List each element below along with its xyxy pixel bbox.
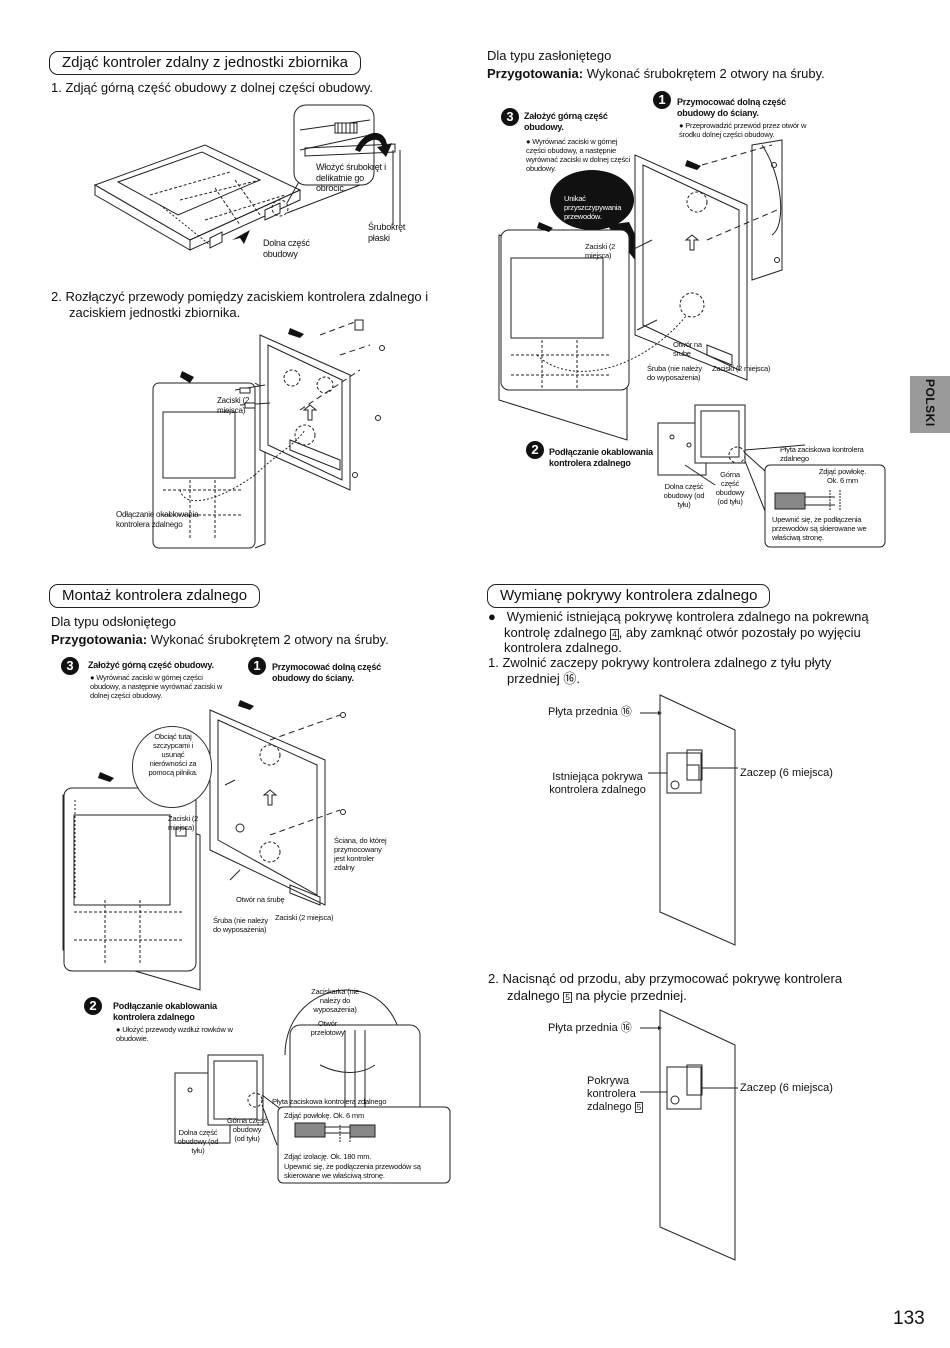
s2-orientation-note: Upewnić się, że podłączenia przewodów są… (772, 515, 867, 542)
s3-step2-title: Podłączanie okablowania kontrolera zdaln… (113, 1001, 217, 1022)
s2-step1-bullet-text: Przeprowadzić przewód przez otwór w środ… (679, 121, 807, 139)
s3-strip-label: Zdjąć powłokę. Ok. 6 mm (284, 1111, 365, 1120)
d2-cover-label-c: zdalnego 5 (587, 1101, 644, 1114)
s1-step2-line2: zaciskiem jednostki zbiornika. (69, 305, 241, 320)
s4-bullet-line2b: , aby zamknąć otwór pozostały po wyjęciu (618, 625, 861, 640)
concealed-preparations: Przygotowania: Wykonać śrubokrętem 2 otw… (487, 66, 825, 82)
s3-screw-label: Śruba (nie należy do wyposażenia) (213, 916, 268, 934)
d1-existing-cover-label: Istniejąca pokrywa kontrolera zdalnego (549, 771, 646, 796)
step-2-marker-2: 2 (84, 997, 102, 1015)
s2-hole-label: Otwór na śrubę (673, 340, 702, 358)
exposed-preparations: Przygotowania: Wykonać śrubokrętem 2 otw… (51, 632, 389, 648)
s4-step1-line1: 1. Zwolnić zaczepy pokrywy kontrolera zd… (488, 655, 832, 670)
section-heading-remove: Zdjąć kontroler zdalny z jednostki zbior… (49, 51, 361, 75)
s3-wall-label: Ściana, do której przymocowany jest kont… (334, 836, 387, 872)
s3-hole-label: Otwór na śrubę (236, 895, 285, 904)
s2-terminal-label: Płyta zaciskowa kontrolera zdalnego (780, 445, 864, 463)
step-2-marker: 2 (526, 441, 544, 459)
s3-step3-title: Założyć górną część obudowy. (88, 660, 214, 670)
step-1-marker: 1 (653, 91, 671, 109)
s2-step2-title: Podłączanie okablowania kontrolera zdaln… (549, 447, 653, 468)
prep-text-2: Wykonać śrubokrętem 2 otwory na śruby. (147, 632, 389, 647)
s2-clips-label: Zaciski (2 miejsca) (585, 242, 616, 260)
s3-step2-bullet: ● Ułożyć przewody wzdłuż rowków w obudow… (116, 1025, 233, 1043)
s3-clips-label: Zaciski (2 miejsca) (168, 814, 199, 832)
exposed-install-illustration (62, 700, 346, 991)
prep-label: Przygotowania: (487, 66, 584, 81)
s1-step2-line1: 2. Rozłączyć przewody pomiędzy zaciskiem… (51, 289, 429, 304)
s2-lower-back-label: Dolna część obudowy (od tyłu) (663, 482, 705, 509)
section-heading-mount: Montaż kontrolera zdalnego (49, 584, 261, 608)
s3-step2-bullet-text: Ułożyć przewody wzdłuż rowków w obudowie… (116, 1025, 233, 1043)
s4-bullet-line2a: kontrolę zdalnego (504, 625, 611, 640)
s4-bullet-line1-text: Wymienić istniejącą pokrywę kontrolera z… (506, 609, 869, 624)
s4-step2-line1: 2. Nacisnąć od przodu, aby przymocować p… (488, 971, 843, 986)
d2-cover-label-a: Pokrywa (587, 1075, 630, 1087)
s3-through-label: Otwór przelotowy (310, 1019, 345, 1037)
s2-step3-bullet-text: Wyrównać zaciski w górnej części obudowy… (526, 137, 631, 173)
s2-clips2-label: Zaciski (2 miejsca) (712, 364, 771, 373)
s3-bubble-text: Obciąć tutaj szczypcami i usunąć nierówn… (148, 732, 198, 777)
prep-text: Wykonać śrubokrętem 2 otwory na śruby. (583, 66, 825, 81)
exposed-type-label: Dla typu odsłoniętego (51, 614, 177, 629)
s2-step3-bullet: ● Wyrównać zaciski w górnej części obudo… (526, 137, 631, 173)
concealed-type-label: Dla typu zasłoniętego (487, 48, 612, 63)
concealed-wiring-illustration (657, 404, 886, 548)
s3-lower-back-label: Dolna część obudowy (od tyłu) (177, 1128, 219, 1155)
d1-latch-label: Zaczep (6 miejsca) (740, 767, 833, 779)
s3-step3-bullet: ● Wyrównać zaciski w górnej części obudo… (90, 673, 223, 700)
front-panel-diagram-1 (640, 694, 738, 946)
exposed-wiring-illustration (174, 989, 451, 1184)
s3-insul-label: Zdjąć izolację. Ok. 180 mm. (284, 1152, 372, 1161)
d1-front-panel-label: Płyta przednia ⑯ (548, 706, 632, 718)
page-number: 133 (893, 1308, 925, 1329)
s2-screw-label: Śruba (nie należy do wyposażenia) (647, 364, 702, 382)
insert-screwdriver-label: Włożyć śrubokręt i delikatnie go obrócić… (316, 162, 386, 193)
d2-latch-label: Zaczep (6 miejsca) (740, 1082, 833, 1094)
s2-step1-title: Przymocować dolną część obudowy do ścian… (677, 97, 786, 118)
concealed-install-illustration (498, 139, 783, 441)
s4-bullet-line2: kontrolę zdalnego 4, aby zamknąć otwór p… (504, 625, 861, 641)
s3-orientation-note: Upewnić się, że podłączenia przewodów są… (284, 1162, 421, 1180)
s2-strip-label: Zdjąć powłokę. Ok. 6 mm (818, 467, 867, 485)
disconnect-wiring-label: Odłączanie okablowania kontrolera zdalne… (116, 510, 199, 529)
s3-step1-title: Przymocować dolną część obudowy do ścian… (272, 662, 381, 683)
step-3-marker: 3 (501, 108, 519, 126)
s4-ref-4: 4 (610, 629, 619, 640)
s3-cut-bubble (132, 726, 212, 808)
prep-label-2: Przygotowania: (51, 632, 148, 647)
flat-screwdriver-label: Śrubokręt płaski (368, 222, 406, 243)
lower-case-label: Dolna część obudowy (263, 238, 310, 259)
s3-clamp-label: Zaciskarka (nie należy do wyposażenia) (311, 987, 359, 1014)
d2-front-panel-label: Płyta przednia ⑯ (548, 1022, 632, 1034)
disconnect-wiring-illustration (152, 319, 385, 549)
s4-step2-line2b: na płycie przedniej. (571, 988, 687, 1003)
d2-cover-label-b: kontrolera (587, 1088, 636, 1100)
d2-ref-5: 5 (634, 1102, 644, 1113)
s1-step1: 1. Zdjąć górną część obudowy z dolnej cz… (51, 80, 374, 95)
s2-step1-bullet: ● Przeprowadzić przewód przez otwór w śr… (679, 121, 807, 139)
remove-case-illustration (93, 104, 401, 251)
s4-step2-line2: zdalnego 5 na płycie przedniej. (507, 988, 687, 1004)
s4-bullet-line1: ● Wymienić istniejącą pokrywę kontrolera… (488, 609, 869, 624)
s4-step1-line2: przedniej ⑯. (507, 671, 580, 686)
s3-clips2-label: Zaciski (2 miejsca) (275, 913, 334, 922)
s3-upper-back-label: Górna część obudowy (od tyłu) (227, 1116, 267, 1143)
clips-label: Zaciski (2 miejsca) (217, 396, 250, 415)
s4-step2-line2a: zdalnego (507, 988, 564, 1003)
step-1-marker-2: 1 (248, 657, 266, 675)
language-tab: POLSKI (910, 376, 950, 433)
s4-ref-5: 5 (563, 992, 572, 1003)
s2-step3-title: Założyć górną część obudowy. (524, 111, 608, 132)
s3-terminal-label: Płyta zaciskowa kontrolera zdalnego (272, 1097, 387, 1106)
s3-step3-bullet-text: Wyrównać zaciski w górnej części obudowy… (90, 673, 223, 700)
front-panel-diagram-2 (640, 1009, 738, 1261)
d2-cover-label-c-text: zdalnego (587, 1101, 635, 1113)
section-heading-replace-cover: Wymianę pokrywy kontrolera zdalnego (487, 584, 771, 608)
language-tab-label: POLSKI (923, 379, 937, 427)
s2-upper-back-label: Górna część obudowy (od tyłu) (715, 470, 745, 506)
s2-bubble-text: Unikać przyszczypywania przewodów. (564, 194, 622, 221)
s4-bullet-line3: kontrolera zdalnego. (504, 640, 622, 655)
step-3-marker-2: 3 (61, 657, 79, 675)
